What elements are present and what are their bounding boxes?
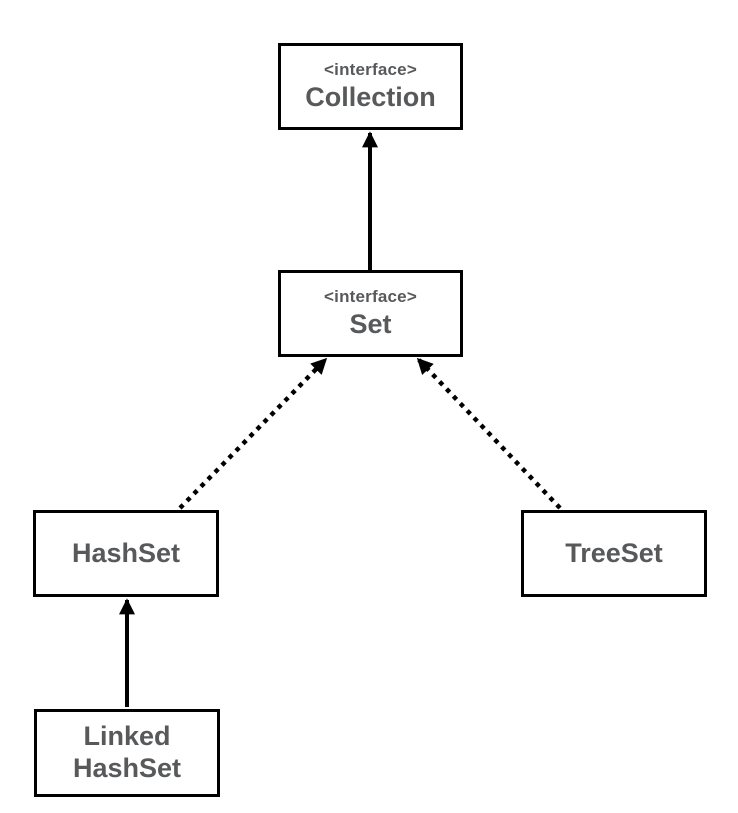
- node-treeset: TreeSet: [521, 510, 707, 597]
- node-hashset: HashSet: [33, 510, 219, 597]
- node-set-stereotype: <interface>: [324, 287, 417, 307]
- edge-hashset-to-set: [178, 357, 328, 510]
- node-collection: <interface> Collection: [278, 43, 463, 130]
- edge-treeset-to-set: [416, 357, 562, 510]
- node-linkedhashset-label-line2: HashSet: [72, 753, 182, 783]
- node-collection-label: Collection: [305, 82, 436, 113]
- node-linkedhashset: Linked HashSet: [34, 709, 220, 797]
- node-set: <interface> Set: [278, 270, 463, 357]
- node-collection-stereotype: <interface>: [324, 60, 417, 80]
- node-hashset-label: HashSet: [71, 537, 181, 568]
- node-treeset-label: TreeSet: [565, 537, 663, 568]
- node-set-label: Set: [349, 309, 392, 340]
- node-linkedhashset-label-line1: Linked: [83, 721, 171, 752]
